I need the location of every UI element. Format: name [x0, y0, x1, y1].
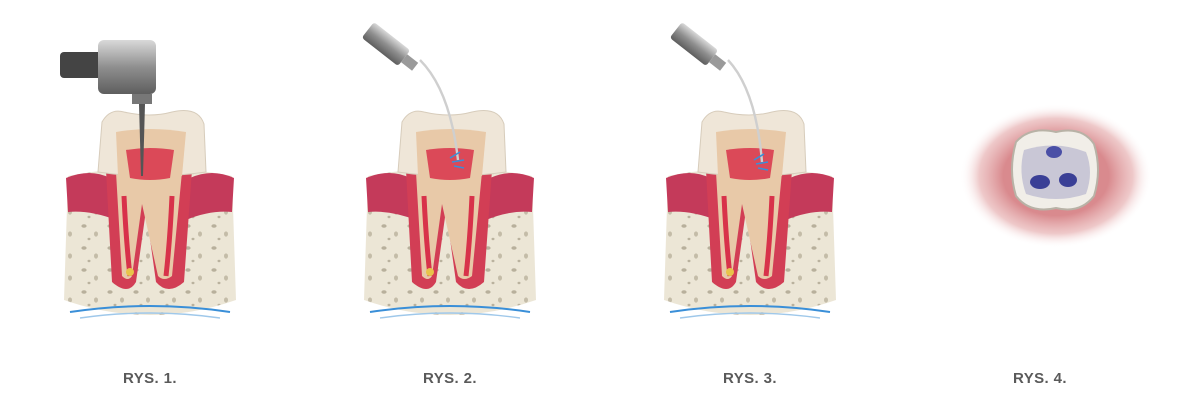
- tooth-drill-icon: [60, 40, 300, 404]
- figure-3: RYS. 3.: [600, 0, 900, 404]
- figure-4: RYS. 4.: [890, 0, 1190, 404]
- figure-2: RYS. 2.: [300, 0, 600, 404]
- figure-1: RYS. 1.: [0, 0, 300, 404]
- figure-caption: RYS. 2.: [423, 370, 477, 387]
- figure-caption: RYS. 4.: [1013, 370, 1067, 387]
- tooth-syringe-icon: [300, 23, 600, 404]
- tooth-top-view-icon: [960, 104, 1152, 248]
- figure-caption: RYS. 1.: [123, 370, 177, 387]
- figure-caption: RYS. 3.: [723, 370, 777, 387]
- tooth-syringe-icon: [600, 23, 900, 404]
